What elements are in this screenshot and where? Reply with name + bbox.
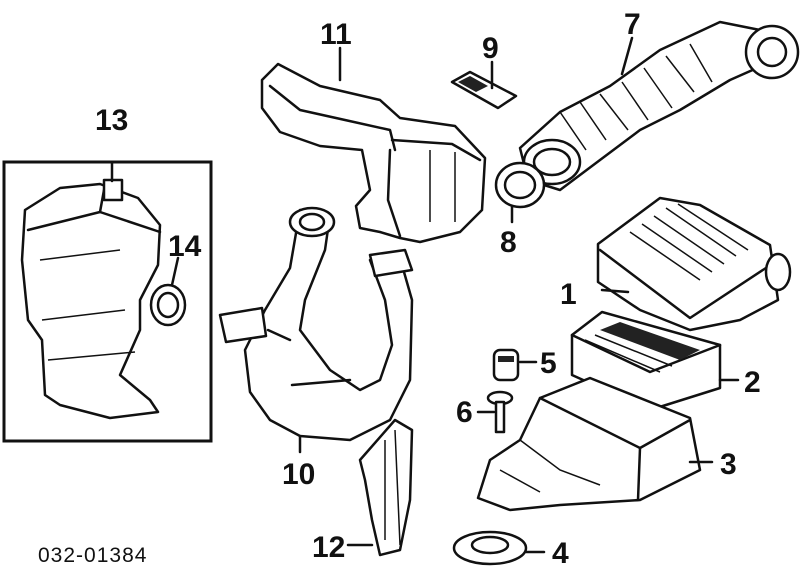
callout-1: 1 [560,278,577,311]
part-8-gasket [494,161,546,224]
part-1-air-cleaner-cover [596,196,792,332]
part-10-air-duct [218,206,414,454]
part-13-cap [102,178,124,202]
callout-12: 12 [312,531,345,564]
callout-3: 3 [720,448,737,481]
part-9-label [450,60,518,110]
callout-14: 14 [168,230,202,263]
part-3-air-cleaner-case [476,376,714,512]
part-4-mount [452,530,546,566]
part-11-duct [260,46,487,244]
callout-2: 2 [744,366,761,399]
callout-9: 9 [482,32,499,65]
callout-10: 10 [282,458,315,491]
callout-5: 5 [540,347,557,380]
callout-8: 8 [500,226,517,259]
catalog-number: 032-01384 [38,544,147,567]
callout-7: 7 [624,8,641,41]
part-6-bolt [476,390,514,434]
callout-13: 13 [95,104,128,137]
part-7-intake-hose [518,20,800,192]
callout-11: 11 [320,18,352,51]
part-12-bracket [346,418,414,557]
callout-4: 4 [552,537,569,570]
callout-6: 6 [456,396,473,429]
part-5-grommet [492,348,538,382]
part-14-seal [149,256,187,327]
